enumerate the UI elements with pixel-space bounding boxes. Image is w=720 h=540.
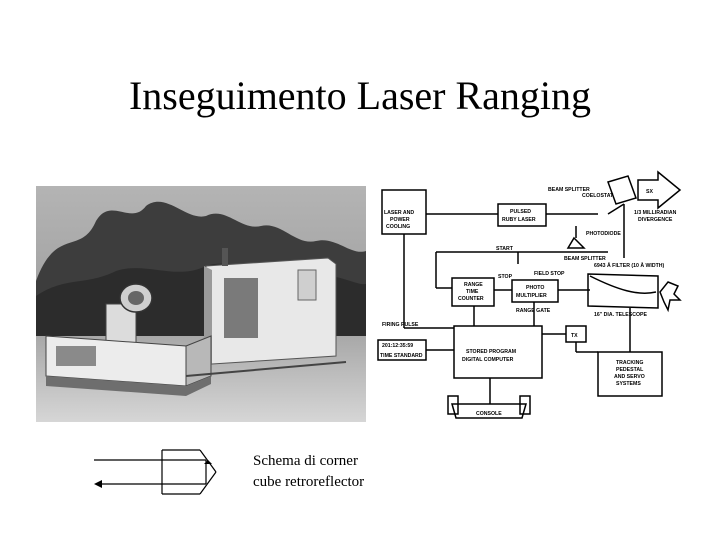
label-time-display: 201:12:35:59 bbox=[382, 343, 413, 349]
label-laser-power-2: POWER bbox=[390, 217, 410, 223]
label-filter: 6943 Å FILTER (10 Å WIDTH) bbox=[594, 262, 665, 269]
label-ruby-2: RUBY LASER bbox=[502, 217, 536, 223]
label-tx: TX bbox=[571, 333, 578, 339]
label-stop: STOP bbox=[498, 274, 513, 280]
label-divergence-2: DIVERGENCE bbox=[638, 217, 673, 223]
label-range-gate: RANGE GATE bbox=[516, 308, 551, 314]
label-laser-power-1: LASER AND bbox=[384, 210, 414, 216]
label-time-standard: TIME STANDARD bbox=[380, 353, 423, 359]
corner-cube-caption: Schema di corner cube retroreflector bbox=[253, 451, 364, 493]
laser-station-photo bbox=[36, 186, 366, 422]
label-beam-splitter-mid: BEAM SPLITTER bbox=[564, 256, 606, 262]
label-telescope: 16" DIA. TELESCOPE bbox=[594, 312, 647, 318]
label-laser-power-3: COOLING bbox=[386, 224, 410, 230]
corner-cube-diagram bbox=[94, 449, 217, 495]
label-computer-1: STORED PROGRAM bbox=[466, 349, 516, 355]
label-tracking-2: PEDESTAL bbox=[616, 367, 644, 373]
label-coelostat: COELOSTAT bbox=[582, 193, 614, 199]
label-pm-1: PHOTO bbox=[526, 285, 544, 291]
caption-line-1: Schema di corner bbox=[253, 453, 358, 469]
label-tracking-4: SYSTEMS bbox=[616, 381, 641, 387]
label-ruby-1: PULSED bbox=[510, 209, 531, 215]
label-console: CONSOLE bbox=[476, 411, 502, 417]
label-sx: SX bbox=[646, 189, 653, 195]
caption-line-2: cube retroreflector bbox=[253, 474, 365, 490]
label-firing-pulse: FIRING PULSE bbox=[382, 322, 419, 328]
slide-title: Inseguimento Laser Ranging bbox=[128, 73, 592, 118]
label-divergence-1: 1/3 MILLIRADIAN bbox=[634, 210, 677, 216]
label-tracking-1: TRACKING bbox=[616, 360, 643, 366]
label-range-counter-3: COUNTER bbox=[458, 296, 484, 302]
laser-ranging-schematic: BEAM SPLITTER COELOSTAT SX 1/3 MILLIRADI… bbox=[377, 170, 682, 427]
label-pm-2: MULTIPLIER bbox=[516, 293, 547, 299]
label-field-stop: FIELD STOP bbox=[534, 271, 565, 277]
label-range-counter-2: TIME bbox=[466, 289, 479, 295]
label-range-counter-1: RANGE bbox=[464, 282, 483, 288]
label-beam-splitter-top: BEAM SPLITTER bbox=[548, 187, 590, 193]
label-tracking-3: AND SERVO bbox=[614, 374, 645, 380]
label-computer-2: DIGITAL COMPUTER bbox=[462, 357, 514, 363]
label-start: START bbox=[496, 246, 514, 252]
label-photodiode: PHOTODIODE bbox=[586, 231, 621, 237]
